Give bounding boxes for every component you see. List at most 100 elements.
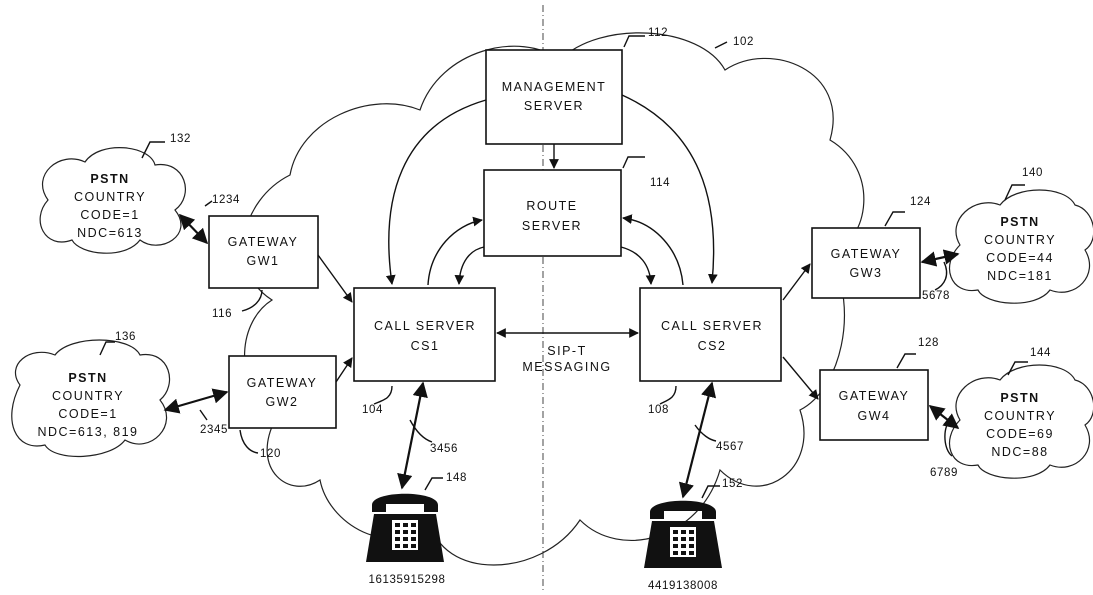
ref-leader-128	[896, 353, 916, 369]
gateway-2-box	[228, 355, 337, 429]
gateway-4-box	[819, 369, 929, 441]
ref-128: 128	[918, 337, 939, 349]
ref-108: 108	[648, 404, 669, 416]
ref-leader-108	[659, 385, 677, 405]
ref-102: 102	[733, 36, 754, 48]
call-server-1-label-1: CALL SERVER	[374, 319, 476, 333]
arrow-gw1-to-cs1	[317, 254, 353, 303]
pstn-136-line-3: NDC=613, 819	[37, 425, 138, 439]
phone-148-number: 16135915298	[369, 574, 446, 586]
gateway-1-box	[208, 215, 319, 289]
pstn-cloud-144	[949, 364, 1093, 479]
ref-leader-124	[884, 211, 905, 227]
pstn-132-line-3: NDC=613	[77, 226, 143, 240]
ref-140: 140	[1022, 167, 1043, 179]
ref-144: 144	[1030, 347, 1051, 359]
management-server-label-2: SERVER	[524, 99, 584, 113]
phone-152-number: 4419138008	[648, 580, 718, 592]
call-server-2-label-1: CALL SERVER	[661, 319, 763, 333]
arrow-cs2-to-route	[622, 214, 684, 286]
pstn-cloud-140	[949, 189, 1093, 304]
pstn-cloud-132	[39, 147, 186, 254]
link-gw3-pstn140	[920, 249, 960, 267]
arrow-mgmt-to-cs1	[385, 99, 487, 285]
call-server-1-label-2: CS1	[411, 339, 440, 353]
route-server-box	[483, 169, 622, 257]
call-server-2-box	[639, 287, 782, 382]
ref-leader-102	[714, 41, 728, 49]
call-server-1-box	[353, 287, 496, 382]
arrow-route-to-cs2	[620, 246, 656, 285]
ref-5678: 5678	[922, 290, 950, 302]
arrow-mgmt-to-cs2	[621, 94, 718, 284]
ref-114: 114	[650, 177, 670, 189]
ref-leader-132	[141, 141, 165, 159]
pstn-144-line-1: COUNTRY	[984, 409, 1056, 423]
ref-4567: 4567	[716, 441, 744, 453]
arrow-cs2-to-gw4	[782, 356, 819, 400]
ref-leader-3456	[409, 419, 433, 443]
pstn-144-line-3: NDC=88	[991, 445, 1048, 459]
gateway-1-label-2: GW1	[247, 254, 280, 268]
link-pstn136-gw2	[163, 388, 229, 414]
pstn-136-line-1: COUNTRY	[52, 389, 124, 403]
ref-leader-5678	[934, 261, 948, 291]
management-server-box	[485, 49, 623, 145]
ref-leader-148	[424, 477, 443, 491]
ref-leader-1234	[204, 200, 213, 207]
ref-132: 132	[170, 133, 191, 145]
route-server-label-2: SERVER	[522, 219, 582, 233]
gateway-2-label-1: GATEWAY	[247, 376, 318, 390]
ref-leader-114	[622, 156, 645, 169]
ref-1234: 1234	[212, 194, 240, 206]
telephone-icon-148	[366, 493, 444, 562]
ref-leader-4567	[694, 424, 717, 442]
pstn-136-title: PSTN	[68, 371, 107, 385]
ref-leader-136	[99, 341, 115, 356]
ref-104: 104	[362, 404, 383, 416]
ref-124: 124	[910, 196, 931, 208]
pstn-144-title: PSTN	[1000, 391, 1039, 405]
ref-leader-2345	[199, 409, 208, 421]
ref-leader-116	[241, 289, 263, 312]
ref-2345: 2345	[200, 424, 228, 436]
ref-leader-104	[373, 385, 393, 405]
ref-152: 152	[722, 478, 743, 490]
pstn-140-line-3: NDC=181	[987, 269, 1053, 283]
sip-label-2: MESSAGING	[522, 360, 611, 374]
gateway-4-label-1: GATEWAY	[839, 389, 910, 403]
pstn-140-line-1: COUNTRY	[984, 233, 1056, 247]
telephone-icon-152	[644, 500, 722, 568]
call-server-2-label-2: CS2	[698, 339, 727, 353]
ref-leader-112	[623, 35, 645, 48]
sip-label-1: SIP-T	[547, 344, 586, 358]
gateway-4-label-2: GW4	[858, 409, 891, 423]
pstn-144-line-2: CODE=69	[986, 427, 1054, 441]
ref-leader-120	[239, 429, 259, 454]
ref-leader-144	[1007, 361, 1028, 376]
link-gw4-pstn144	[928, 405, 960, 429]
arrow-route-to-cs1	[454, 246, 485, 285]
ref-3456: 3456	[430, 443, 458, 455]
gateway-1-label-1: GATEWAY	[228, 235, 299, 249]
pstn-132-title: PSTN	[90, 172, 129, 186]
arrow-gw2-to-cs1	[335, 357, 353, 383]
ref-136: 136	[115, 331, 136, 343]
link-cs2-phone152	[678, 381, 717, 499]
ref-leader-152	[701, 485, 720, 499]
gateway-3-label-2: GW3	[850, 266, 883, 280]
management-server-label-1: MANAGEMENT	[502, 80, 607, 94]
pstn-140-line-2: CODE=44	[986, 251, 1054, 265]
arrow-cs2-to-gw3	[782, 263, 811, 301]
gateway-3-box	[811, 227, 921, 299]
gateway-2-label-2: GW2	[266, 395, 299, 409]
route-server-label-1: ROUTE	[526, 199, 577, 213]
link-pstn132-gw1	[178, 213, 209, 245]
link-cs1-phone148	[397, 381, 428, 490]
ref-116: 116	[212, 308, 232, 320]
ref-120: 120	[260, 448, 281, 460]
pstn-132-line-2: CODE=1	[80, 208, 139, 222]
pstn-132-line-1: COUNTRY	[74, 190, 146, 204]
ref-112: 112	[648, 27, 668, 39]
